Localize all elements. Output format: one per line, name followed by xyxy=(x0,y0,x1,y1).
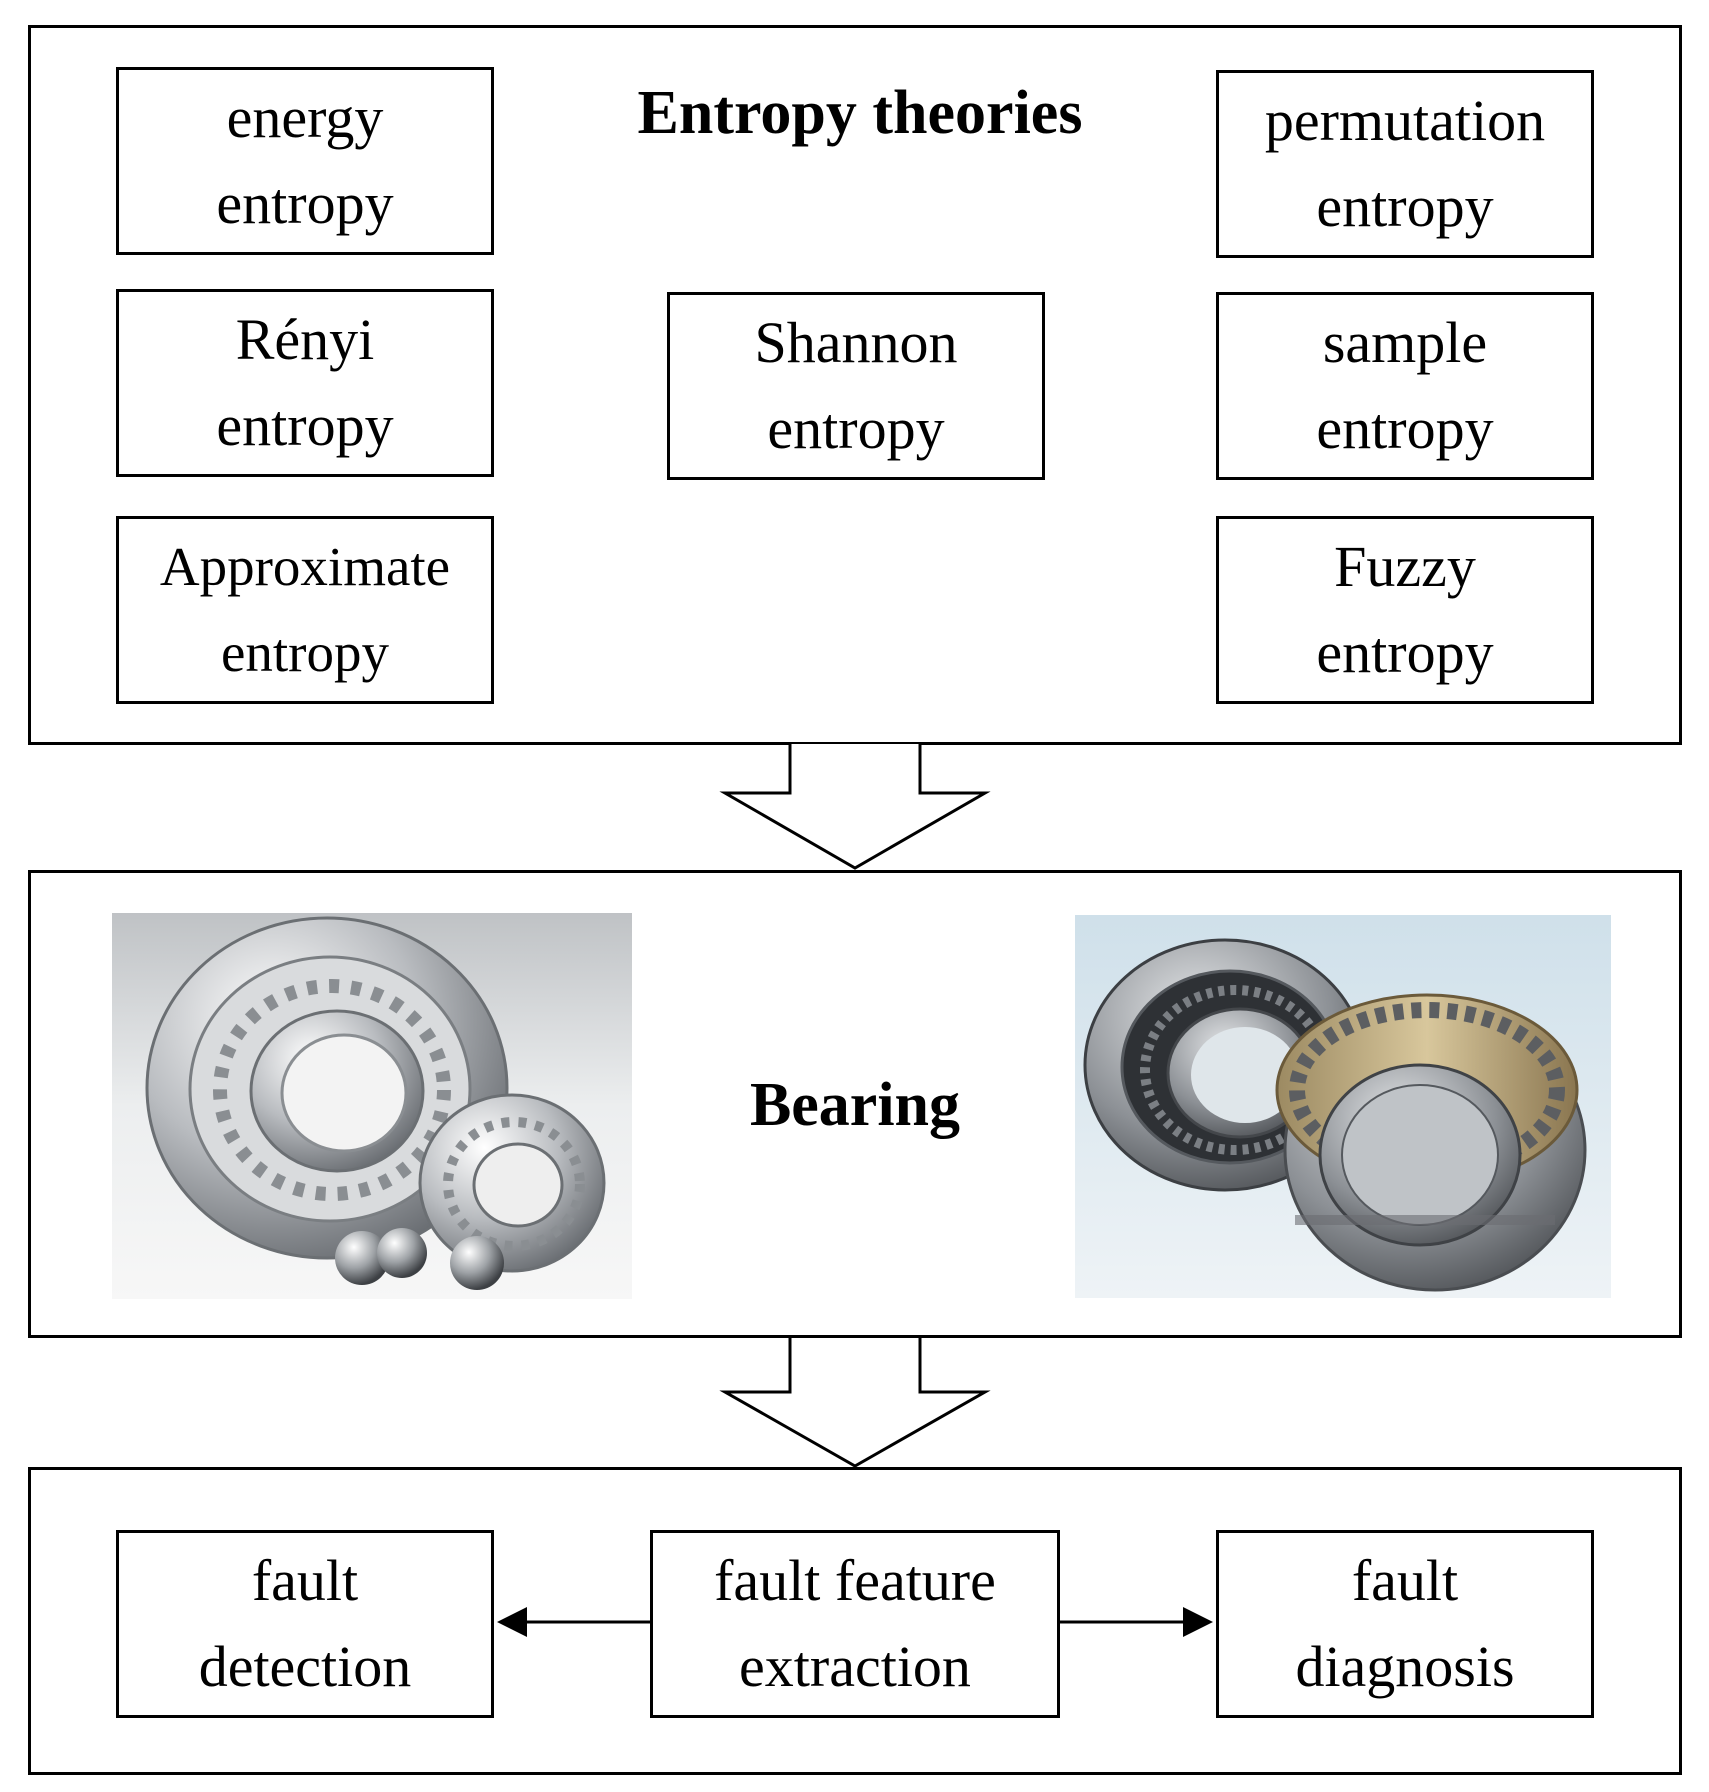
energy-entropy-box: energy entropy xyxy=(116,67,494,255)
entropy-theories-title: Entropy theories xyxy=(637,79,1083,147)
roller-bearing-photo xyxy=(1075,915,1611,1298)
renyi-entropy-box: Rényi entropy xyxy=(116,289,494,477)
box-label-line2: diagnosis xyxy=(1295,1634,1515,1699)
ball-bearing-illustration xyxy=(112,913,632,1299)
fault-diagnosis-box: fault diagnosis xyxy=(1216,1530,1594,1718)
box-label-line2: entropy xyxy=(216,171,394,236)
box-label-line1: fault xyxy=(251,1548,359,1613)
box-label-line1: Shannon xyxy=(754,310,958,375)
fuzzy-entropy-box: Fuzzy entropy xyxy=(1216,516,1594,704)
shannon-entropy-box: Shannon entropy xyxy=(667,292,1045,480)
flow-arrow-to-bearing xyxy=(719,744,991,870)
box-label-line1: Fuzzy xyxy=(1334,534,1476,599)
box-label-line1: Rényi xyxy=(235,307,375,372)
permutation-entropy-box: permutation entropy xyxy=(1216,70,1594,258)
box-label-line1: fault feature xyxy=(714,1548,996,1613)
box-label-line2: entropy xyxy=(1316,174,1494,239)
box-label-line2: extraction xyxy=(739,1634,971,1699)
box-label-line1: energy xyxy=(226,85,384,150)
sample-entropy-box: sample entropy xyxy=(1216,292,1594,480)
fault-detection-box: fault detection xyxy=(116,1530,494,1718)
box-label-line2: entropy xyxy=(220,622,389,683)
box-label-line2: entropy xyxy=(1316,396,1494,461)
box-label-line1: permutation xyxy=(1264,88,1546,153)
box-label-line2: entropy xyxy=(216,393,394,458)
box-label-line1: fault xyxy=(1351,1548,1459,1613)
box-label-line2: detection xyxy=(198,1634,412,1699)
approximate-entropy-box: Approximate entropy xyxy=(116,516,494,704)
box-label-line2: entropy xyxy=(1316,620,1494,685)
bearing-title: Bearing xyxy=(749,1071,961,1139)
box-label-line1: sample xyxy=(1322,310,1488,375)
fault-feature-extraction-box: fault feature extraction xyxy=(650,1530,1060,1718)
roller-bearing-illustration xyxy=(1075,915,1611,1298)
box-label-line1: Approximate xyxy=(159,536,451,597)
box-label-line2: entropy xyxy=(767,396,945,461)
flow-arrow-to-fault xyxy=(719,1338,991,1468)
ball-bearing-photo xyxy=(112,913,632,1299)
